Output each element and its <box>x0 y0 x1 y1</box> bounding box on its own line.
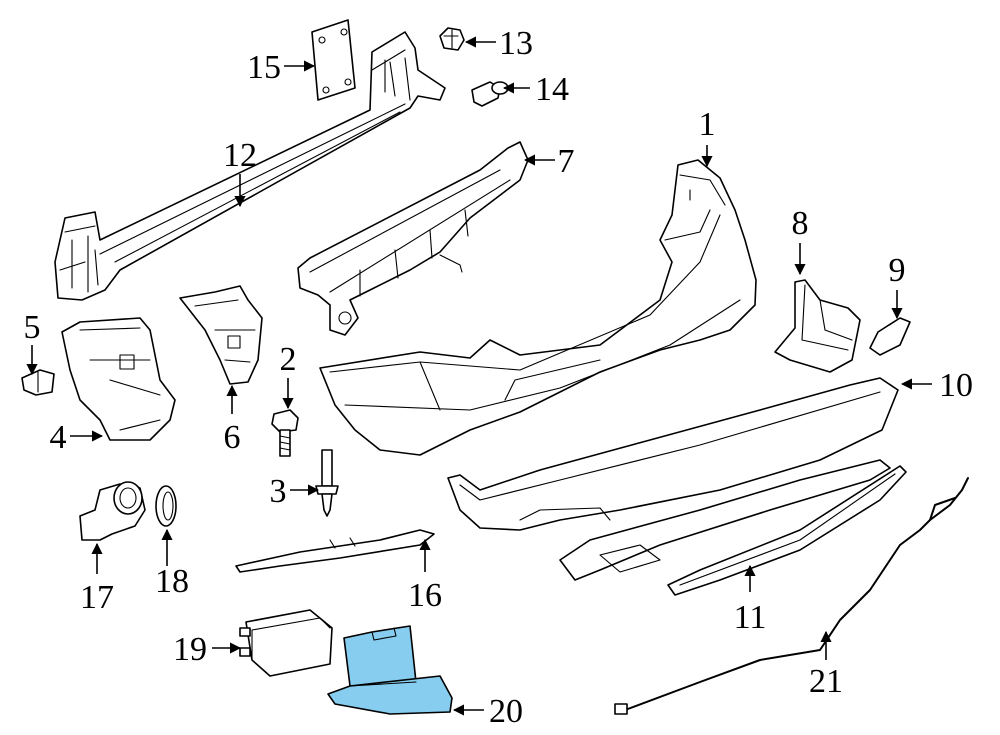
part-19-radar-module[interactable] <box>239 609 333 677</box>
part-7-energy-absorber[interactable] <box>297 141 529 336</box>
part-12-reinforcement-beam[interactable] <box>54 31 446 301</box>
callout-11: 11 <box>734 599 767 636</box>
part-11-lower-trim[interactable] <box>559 459 907 596</box>
part-2-bolt[interactable] <box>271 409 299 457</box>
callout-13: 13 <box>499 25 533 62</box>
part-18-sensor-ring[interactable] <box>155 485 177 527</box>
part-10-lower-valance[interactable] <box>447 377 899 531</box>
callout-labels: 1 2 3 4 5 6 7 8 9 10 11 12 13 14 15 16 1… <box>24 25 974 730</box>
callout-15: 15 <box>247 49 281 86</box>
part-15-bracket-plate[interactable] <box>311 19 356 101</box>
part-6-bracket[interactable] <box>179 285 263 385</box>
callout-9: 9 <box>889 252 906 289</box>
leader-lines <box>26 36 932 716</box>
callout-21: 21 <box>809 663 843 700</box>
part-1-bumper-cover[interactable] <box>319 159 757 456</box>
callout-16: 16 <box>408 577 442 614</box>
callout-7: 7 <box>558 143 575 180</box>
part-17-parking-sensor[interactable] <box>79 481 146 541</box>
callout-6: 6 <box>224 419 241 456</box>
part-14-clip[interactable] <box>471 81 509 107</box>
part-21-wiring-harness[interactable] <box>614 477 969 715</box>
callout-3: 3 <box>270 473 287 510</box>
callout-10: 10 <box>939 367 973 404</box>
callout-19: 19 <box>173 631 207 668</box>
callout-2: 2 <box>280 341 297 378</box>
callout-14: 14 <box>535 71 569 108</box>
callout-17: 17 <box>80 579 114 616</box>
callout-5: 5 <box>24 309 41 346</box>
part-9-small-bracket[interactable] <box>869 317 911 356</box>
part-5-clip[interactable] <box>21 369 55 396</box>
callout-4: 4 <box>50 419 67 456</box>
callout-12: 12 <box>223 137 257 174</box>
part-8-side-bracket[interactable] <box>774 279 861 373</box>
callout-20: 20 <box>489 693 523 730</box>
part-4-side-bracket[interactable] <box>61 317 176 441</box>
part-3-push-pin[interactable] <box>315 449 339 517</box>
callout-8: 8 <box>792 205 809 242</box>
callout-1: 1 <box>699 106 716 143</box>
part-13-nut[interactable] <box>439 27 465 51</box>
part-20-radar-bracket[interactable] <box>327 625 453 715</box>
part-16-trim-molding[interactable] <box>235 529 435 573</box>
callout-18: 18 <box>155 563 189 600</box>
